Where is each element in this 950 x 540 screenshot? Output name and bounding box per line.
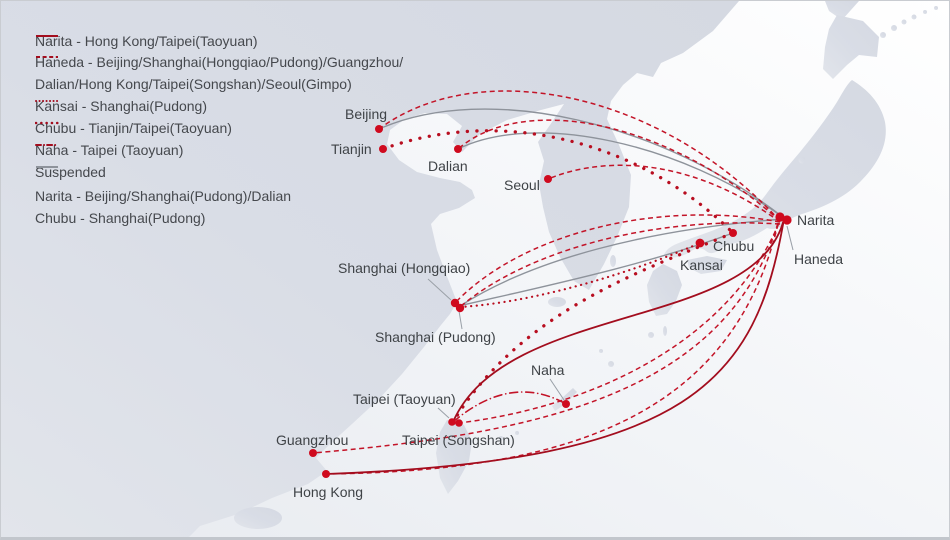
routes xyxy=(312,90,785,475)
city-label-dalian: Dalian xyxy=(428,158,468,174)
city-label-haneda: Haneda xyxy=(794,251,843,267)
city-label-taipei_taoyuan: Taipei (Taoyuan) xyxy=(353,391,456,407)
route-narita-shanghai_pudong xyxy=(459,218,785,307)
route-haneda-seoul xyxy=(547,164,781,223)
city-label-beijing: Beijing xyxy=(345,106,387,122)
land-kuril-islands xyxy=(880,6,938,38)
route-chubu-taipei_taoyuan xyxy=(451,231,735,424)
city-dot-chubu xyxy=(729,229,737,237)
legend-item-8: Chubu - Shanghai(Pudong) xyxy=(35,209,205,227)
city-dot-guangzhou xyxy=(309,449,317,457)
route-legend: Narita - Hong Kong/Taipei(Taoyuan) Haneda… xyxy=(1,1,481,241)
label-leader-line xyxy=(427,278,452,301)
legend-item-5: Naha - Taipei (Taoyuan) xyxy=(35,141,183,159)
legend-swatch-suspended-line xyxy=(36,166,58,168)
legend-label: Narita - Beijing/Shanghai(Pudong)/Dalian xyxy=(35,188,292,204)
route-haneda-guangzhou xyxy=(312,222,779,454)
legend-item-2: Dalian/Hong Kong/Taipei(Songshan)/Seoul(… xyxy=(35,75,352,93)
city-dot-beijing xyxy=(375,125,383,133)
city-label-narita: Narita xyxy=(797,212,835,228)
legend-label: Haneda - Beijing/Shanghai(Hongqiao/Pudon… xyxy=(35,54,404,70)
city-dot-taipei_songshan xyxy=(455,419,463,427)
route-haneda-hongkong xyxy=(325,223,779,475)
legend-label: Chubu - Shanghai(Pudong) xyxy=(35,210,206,226)
route-haneda-shanghai_hongqiao xyxy=(454,214,781,304)
legend-item-7: Narita - Beijing/Shanghai(Pudong)/Dalian xyxy=(35,187,291,205)
city-label-hongkong: Hong Kong xyxy=(293,484,363,500)
route-haneda-shanghai_pudong xyxy=(459,222,781,308)
land-okinawa xyxy=(552,388,577,411)
city-markers xyxy=(309,125,792,478)
route-naha-taipei_taoyuan xyxy=(452,391,567,423)
land-shikoku xyxy=(687,256,727,274)
label-leader-line xyxy=(549,378,565,401)
label-leader-lines xyxy=(427,225,794,419)
land-honshu xyxy=(664,80,886,258)
city-label-tianjin: Tianjin xyxy=(331,141,372,157)
land-small-islands xyxy=(499,156,806,440)
route-narita-dalian xyxy=(457,132,785,219)
route-chubu-tianjin xyxy=(381,129,735,235)
land-taiwan xyxy=(436,420,472,494)
city-label-seoul: Seoul xyxy=(504,177,540,193)
legend-label: Chubu - Tianjin/Taipei(Taoyuan) xyxy=(35,120,232,136)
label-leader-line xyxy=(458,310,463,330)
land-hokkaido xyxy=(823,15,879,79)
city-dot-kansai xyxy=(695,238,705,248)
route-haneda-taipei_songshan xyxy=(458,222,780,424)
legend-label: Narita - Hong Kong/Taipei(Taoyuan) xyxy=(35,33,258,49)
route-haneda-dalian xyxy=(457,119,781,222)
city-label-shanghai_hongqiao: Shanghai (Hongqiao) xyxy=(338,260,470,276)
legend-label: Naha - Taipei (Taoyuan) xyxy=(35,142,184,158)
route-narita-hongkong xyxy=(325,218,785,475)
city-dot-seoul xyxy=(544,175,552,183)
label-leader-line xyxy=(786,225,794,251)
legend-item-3: Kansai - Shanghai(Pudong) xyxy=(35,97,207,115)
city-dot-shanghai_pudong xyxy=(455,303,465,313)
city-label-kansai: Kansai xyxy=(680,257,723,273)
route-haneda-beijing xyxy=(378,90,781,222)
legend-swatch-dotted-coarse-line xyxy=(35,121,59,125)
city-label-shanghai_pudong: Shanghai (Pudong) xyxy=(375,329,496,345)
legend-item-6: Suspended xyxy=(35,163,106,181)
city-dot-hongkong xyxy=(322,470,330,478)
legend-swatch-dashdot-line xyxy=(35,144,59,146)
legend-item-0: Narita - Hong Kong/Taipei(Taoyuan) xyxy=(35,32,258,50)
land-hainan xyxy=(234,507,282,529)
legend-label: Dalian/Hong Kong/Taipei(Songshan)/Seoul(… xyxy=(35,76,352,92)
legend-swatch-dashed-line xyxy=(36,56,58,58)
route-narita-taipei_taoyuan xyxy=(452,218,785,423)
city-dot-narita xyxy=(782,215,792,225)
land-mainland-asia xyxy=(1,1,739,537)
legend-swatch-solid-line xyxy=(36,35,58,37)
city-dot-haneda xyxy=(775,212,785,222)
city-label-guangzhou: Guangzhou xyxy=(276,432,348,448)
city-dot-taipei_taoyuan xyxy=(448,418,456,426)
city-dot-naha xyxy=(562,400,570,408)
route-narita-beijing xyxy=(378,108,785,219)
city-label-naha: Naha xyxy=(531,362,565,378)
legend-label: Kansai - Shanghai(Pudong) xyxy=(35,98,208,114)
city-label-chubu: Chubu xyxy=(713,238,754,254)
legend-item-4: Chubu - Tianjin/Taipei(Taoyuan) xyxy=(35,119,232,137)
city-dot-tianjin xyxy=(379,145,387,153)
legend-item-1: Haneda - Beijing/Shanghai(Hongqiao/Pudon… xyxy=(35,53,403,71)
legend-swatch-dotted-fine-line xyxy=(35,100,59,102)
route-kansai-shanghai_pudong xyxy=(458,241,702,309)
city-dot-dalian xyxy=(454,145,462,153)
land-sakhalin xyxy=(825,1,859,20)
city-label-taipei_songshan: Taipei (Songshan) xyxy=(402,432,515,448)
label-leader-line xyxy=(437,407,450,419)
